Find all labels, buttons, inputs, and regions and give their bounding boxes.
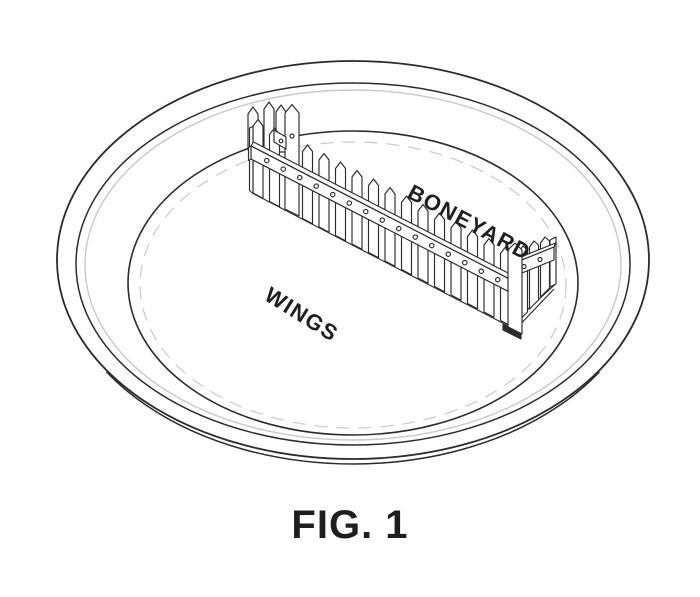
figure-caption: FIG. 1 [291, 503, 408, 547]
plate-rim-inner-edge [75, 82, 631, 446]
bracket-screw [278, 138, 284, 144]
rail-left-cap [247, 145, 252, 162]
wings-label: WINGS [260, 282, 343, 347]
plate-well-edge [127, 130, 579, 436]
rail-screws [263, 157, 501, 283]
gate-screw [289, 133, 295, 139]
gate-picket [284, 103, 300, 217]
fence-bottom-edge [252, 192, 508, 327]
plate-rim-highlight [84, 89, 622, 441]
plate [56, 60, 650, 465]
plate-outer-edge [56, 60, 650, 460]
return-rail-screw [537, 256, 543, 263]
fence-right-return [502, 236, 557, 340]
return-rail-screw [521, 263, 527, 270]
fence-foot [502, 323, 522, 340]
plate-bottom-thickness-edge [105, 372, 601, 465]
fence-divider [247, 101, 557, 340]
plate-well-floor-highlight [139, 141, 567, 429]
